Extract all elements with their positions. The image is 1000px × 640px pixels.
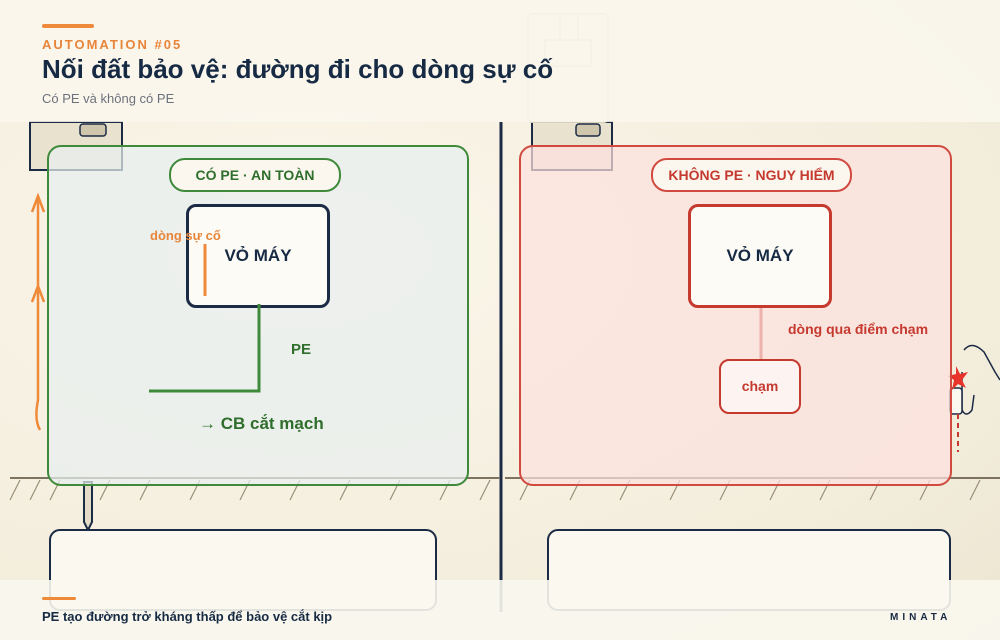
footer-accent-bar: [42, 597, 76, 600]
touch-point-box: chạm: [719, 359, 801, 414]
enclosure-box-right: VỎ MÁY: [688, 204, 832, 308]
panel-without-pe: [519, 145, 952, 486]
series-kicker: AUTOMATION #05: [42, 37, 183, 52]
danger-badge: KHÔNG PE · NGUY HIỂM: [651, 158, 852, 192]
pe-label: PE: [291, 341, 312, 358]
header: AUTOMATION #05 Nối đất bảo vệ: đường đi …: [0, 0, 1000, 122]
page-title: Nối đất bảo vệ: đường đi cho dòng sự cố: [42, 54, 554, 84]
fault-current-arrow: [30, 192, 46, 431]
footer-caption: PE tạo đường trở kháng thấp để bảo vệ cắ…: [42, 609, 333, 624]
breaker-trip-label: → CB cắt mạch: [199, 414, 324, 433]
accent-bar: [42, 24, 94, 28]
brand-logo: MINATA: [890, 612, 952, 623]
pe-wire: [149, 304, 261, 393]
fault-current-label: dòng sự cố: [150, 228, 221, 243]
hand-touch-sketch: [949, 344, 1000, 415]
footer: [0, 580, 1000, 640]
safe-badge: CÓ PE · AN TOÀN: [169, 158, 341, 192]
spark-icon: [948, 366, 968, 390]
touch-current-label: dòng qua điểm chạm: [788, 321, 929, 337]
enclosure-box-left: VỎ MÁY: [186, 204, 330, 308]
page-subtitle: Có PE và không có PE: [42, 91, 175, 106]
